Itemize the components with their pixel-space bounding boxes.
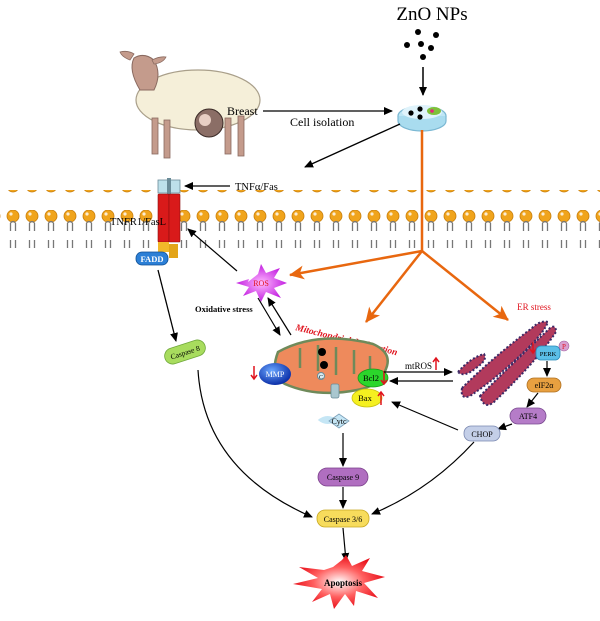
label-caspase36: Caspase 3/6: [324, 515, 362, 524]
label-receptor: TNFR1/FasL: [110, 217, 166, 228]
bcl2-node: Bcl2: [357, 368, 389, 388]
cell-membrane: [0, 190, 600, 248]
mmp-down-arrow-icon: [250, 366, 258, 381]
eif2a-node: eIF2α: [526, 377, 562, 393]
label-mmp: MMP: [266, 370, 285, 379]
label-cytc: Cytc: [331, 417, 347, 426]
title-zno-nps: ZnO NPs: [396, 4, 467, 25]
arrow-chop-to-caspase36: [371, 441, 475, 515]
label-eif2a: eIF2α: [535, 381, 555, 390]
arrow-ros-to-mito: [257, 297, 281, 336]
label-cell-isolation: Cell isolation: [290, 115, 354, 129]
label-mtros: mtROS: [405, 361, 432, 371]
label-er-stress: ER stress: [517, 302, 551, 312]
petri-dish-icon: [397, 105, 447, 132]
label-breast: Breast: [227, 104, 258, 118]
label-chop: CHOP: [471, 430, 493, 439]
apoptosis-burst: [293, 555, 385, 609]
label-p: P: [562, 343, 566, 351]
fadd-node: FADD: [135, 251, 169, 266]
bax-up-arrow-icon: [377, 390, 385, 405]
cytc-node: Cytc: [317, 413, 350, 429]
nanoparticles-icon: [404, 29, 439, 60]
er-down-arrow-icon: [529, 342, 537, 355]
label-fadd: FADD: [141, 254, 164, 264]
sheep-icon: [119, 50, 261, 159]
arrow-eif2a-to-atf4: [526, 392, 539, 408]
arrow-ros-to-receptor: [187, 228, 238, 272]
perk-node: PERK: [535, 345, 561, 361]
arrow-mito-to-ros: [267, 297, 292, 336]
mmp-node: MMP: [259, 363, 291, 385]
arrow-caspase36-to-apoptosis: [341, 527, 350, 562]
label-perk: PERK: [540, 351, 557, 358]
label-bcl2: Bcl2: [363, 373, 379, 383]
orange-arrow-to-mito: [365, 250, 423, 323]
mtros-up-arrow-icon: [432, 356, 440, 370]
label-ros: ROS: [253, 279, 269, 288]
label-c: C: [319, 375, 323, 381]
arrow-caspase8-to-caspase36: [197, 369, 313, 518]
label-bax: Bax: [358, 393, 372, 403]
label-oxidative-stress: Oxidative stress: [195, 304, 253, 314]
ros-burst: [236, 264, 287, 302]
arrow-fadd-to-caspase8: [157, 269, 178, 342]
orange-arrow-to-ros: [289, 249, 423, 280]
arrow-dish-to-tnf: [304, 123, 401, 168]
chop-node: CHOP: [463, 425, 501, 442]
arrow-atf4-to-chop: [497, 422, 513, 431]
label-caspase9: Caspase 9: [327, 473, 359, 482]
caspase9-node: Caspase 9: [317, 467, 369, 487]
phospho-node: P: [558, 340, 570, 352]
receptor-icon: [157, 178, 181, 258]
label-tnf-fas: TNFα/Fas: [235, 182, 278, 193]
label-apoptosis: Apoptosis: [324, 578, 363, 588]
orange-arrow-to-er: [421, 250, 509, 321]
bax-node: Bax: [351, 388, 383, 408]
caspase36-node: Caspase 3/6: [316, 509, 370, 528]
label-atf4: ATF4: [519, 412, 537, 421]
atf4-node: ATF4: [509, 407, 547, 425]
er-icon: [456, 320, 558, 406]
arrow-chop-to-bax: [391, 401, 459, 431]
bcl2-down-arrow-icon: [380, 371, 388, 386]
caspase8-node: Caspase 8: [164, 339, 206, 365]
